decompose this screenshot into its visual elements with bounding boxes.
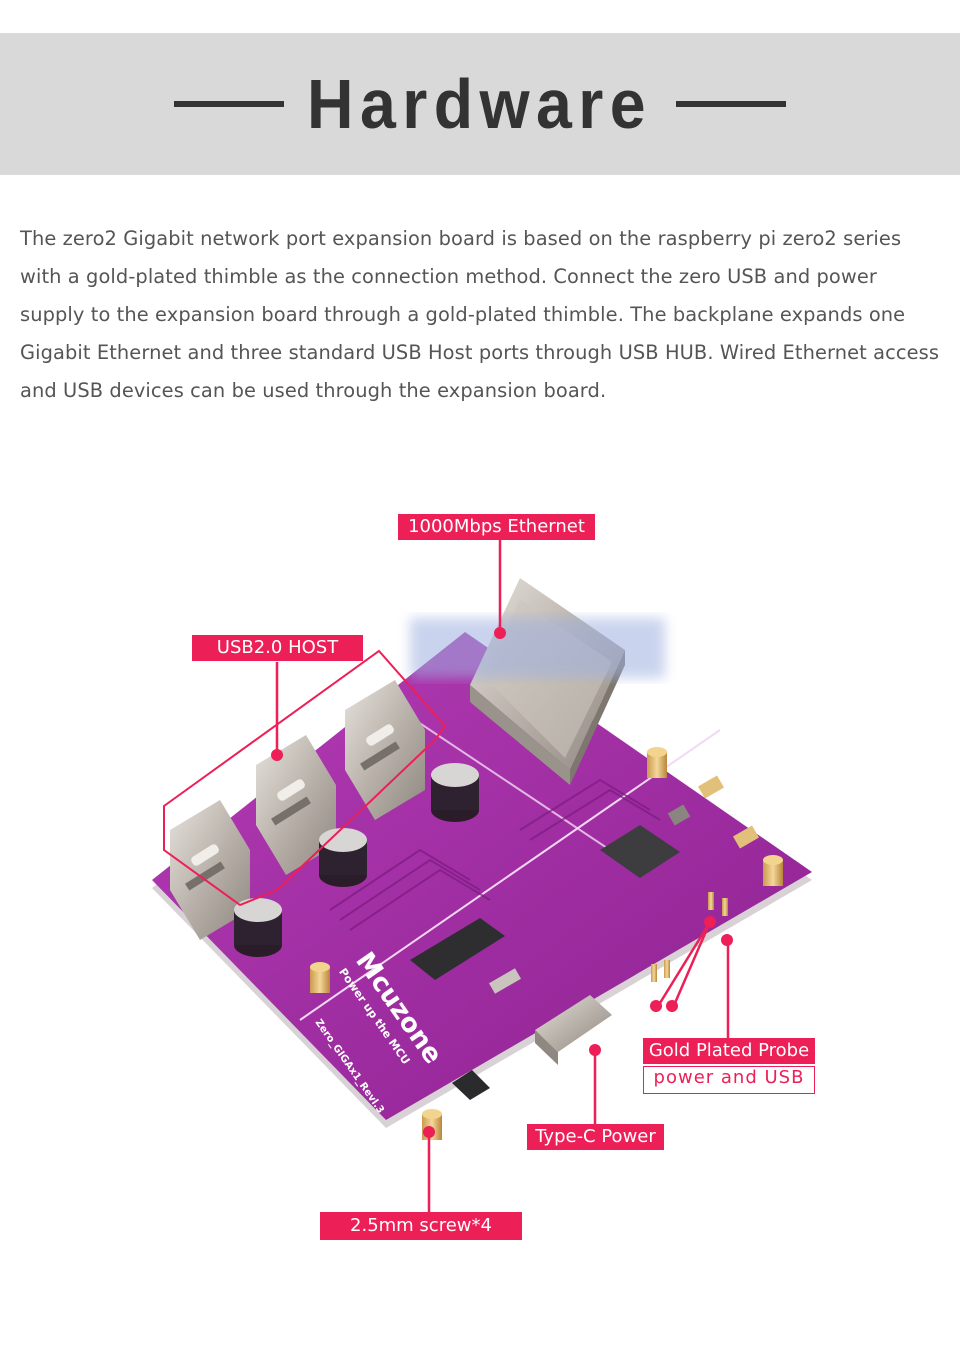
type-c-dot (589, 1044, 601, 1056)
callout-ethernet: 1000Mbps Ethernet (398, 514, 595, 540)
usb-ports (170, 680, 425, 940)
smd-parts (489, 775, 760, 994)
callout-type-c: Type-C Power (527, 1124, 664, 1150)
title-left-rule (174, 101, 285, 107)
section-title: Hardware (307, 65, 653, 143)
ethernet-dot (494, 627, 506, 639)
ethernet-jack (410, 578, 665, 785)
probe-leader-b (673, 921, 712, 1004)
header-band (0, 33, 960, 175)
probe-leader-c (658, 921, 712, 1004)
screw-dot (423, 1126, 435, 1138)
diode (452, 1070, 490, 1100)
usb-hub-chip (600, 825, 680, 878)
callout-screw: 2.5mm screw*4 (320, 1212, 522, 1240)
board-illustration: Mcuzone Power up the MCU Zero_GIGAx1_Rev… (152, 540, 812, 1213)
usb-highlight-outline (163, 649, 447, 907)
type-c-connector (535, 995, 612, 1065)
callout-gold-probe-sub: power and USB (643, 1066, 815, 1094)
leader-lines (271, 540, 733, 1213)
callout-gold-probe: Gold Plated Probe (643, 1038, 815, 1064)
callout-usb-host: USB2.0 HOST (192, 635, 363, 661)
title-right-rule (675, 101, 786, 107)
capacitors (234, 763, 479, 957)
eth-chip (410, 918, 505, 980)
gold-probes (651, 892, 728, 982)
section-header: Hardware (0, 33, 960, 175)
intro-paragraph: The zero2 Gigabit network port expansion… (20, 227, 940, 402)
product-figure: Mcuzone Power up the MCU Zero_GIGAx1_Rev… (0, 440, 960, 1300)
usb-dot (271, 749, 283, 761)
